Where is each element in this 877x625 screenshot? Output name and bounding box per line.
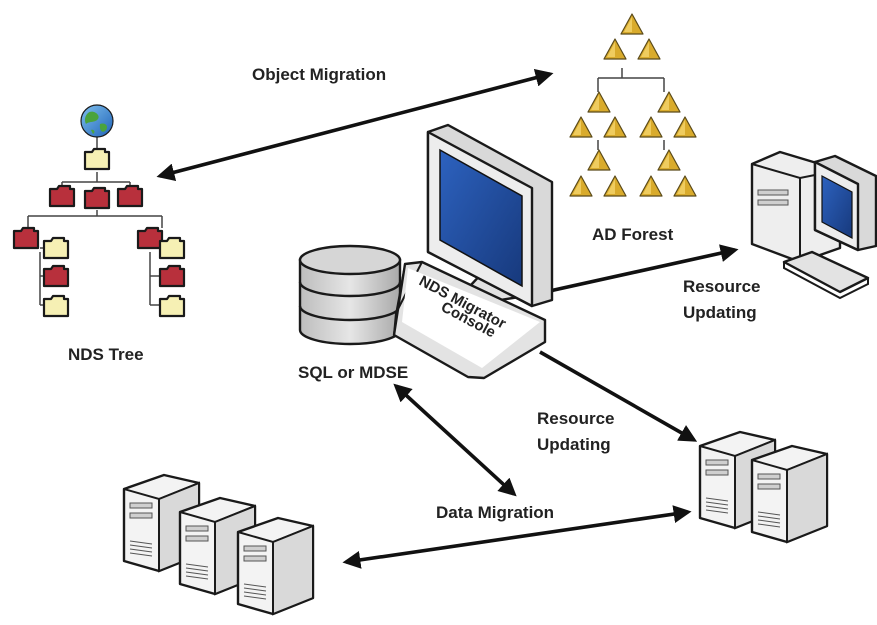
resource-updating-top-line1: Resource (683, 277, 760, 296)
connection-arrows (156, 68, 739, 569)
ad-forest-label: AD Forest (592, 225, 674, 244)
globe-icon (80, 104, 114, 138)
resource-updating-top-line2: Updating (683, 303, 757, 322)
data-migration-arrow (342, 505, 692, 569)
database-icon: SQL or MDSE (298, 244, 408, 382)
data-migration-label: Data Migration (436, 503, 554, 522)
workstation-icon (750, 150, 877, 300)
nds-tree-label: NDS Tree (68, 345, 144, 364)
domain-triangle-icon (637, 38, 661, 60)
folder-icon (48, 184, 76, 208)
domain-triangle-icon (569, 116, 593, 138)
resource-updating-mid-line2: Updating (537, 435, 611, 454)
object-migration-arrow (156, 68, 554, 182)
keyboard-panel: NDS Migrator Console (392, 260, 547, 380)
domain-triangle-icon (639, 175, 663, 197)
domain-triangle-icon (587, 149, 611, 171)
resource-updating-mid-line1: Resource (537, 409, 614, 428)
server-icon (750, 444, 829, 544)
folder-icon (158, 294, 186, 318)
domain-triangle-icon (603, 38, 627, 60)
domain-triangle-icon (603, 175, 627, 197)
folder-icon (116, 184, 144, 208)
resource-updating-arrow-mid (539, 350, 698, 442)
folder-icon (42, 236, 70, 260)
monitor-icon (426, 123, 554, 308)
folder-icon (136, 226, 164, 250)
folder-icon (42, 294, 70, 318)
domain-triangle-icon (673, 116, 697, 138)
domain-triangle-icon (657, 149, 681, 171)
domain-triangle-icon (603, 116, 627, 138)
folder-icon (83, 186, 111, 210)
folder-icon (42, 264, 70, 288)
domain-triangle-icon (569, 175, 593, 197)
folder-icon (12, 226, 40, 250)
domain-triangle-icon (657, 91, 681, 113)
domain-triangle-icon (587, 91, 611, 113)
domain-triangle-icon (673, 175, 697, 197)
sql-or-mdse-label: SQL or MDSE (298, 363, 408, 382)
sql-data-arrow (393, 383, 517, 497)
object-migration-label: Object Migration (252, 65, 386, 84)
folder-icon (158, 236, 186, 260)
resource-updating-arrow-top (544, 244, 739, 294)
folder-icon (83, 147, 111, 171)
folder-icon (158, 264, 186, 288)
nds-tree: NDS Tree (12, 104, 186, 364)
ad-forest-connectors (597, 68, 665, 150)
domain-triangle-icon (639, 116, 663, 138)
server-icon (236, 516, 315, 616)
ad-forest: AD Forest (569, 13, 697, 244)
domain-triangle-icon (620, 13, 644, 35)
